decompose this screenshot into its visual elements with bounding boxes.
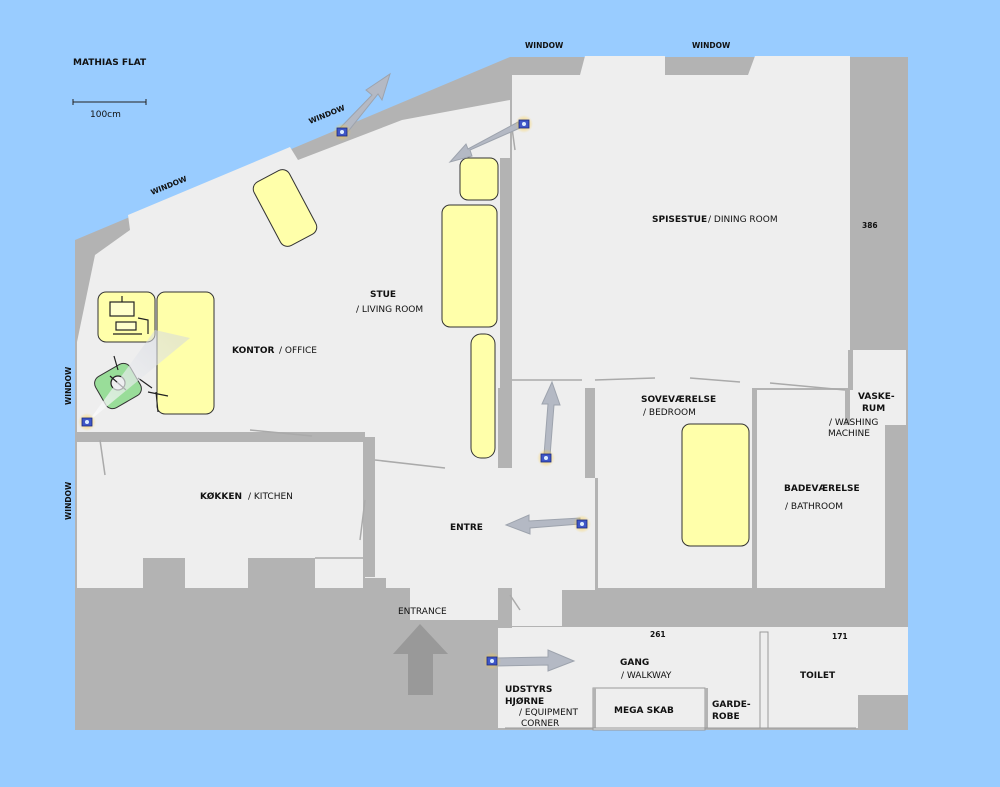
floor-walkway [474,627,908,728]
room-washing-name-2: RUM [862,404,885,414]
floor-office-bay [77,342,95,432]
room-office-name: KONTOR [232,346,275,356]
room-equipment-sub-2: CORNER [521,719,559,729]
dimension-261: 261 [650,630,666,639]
room-dining-name: SPISESTUE [652,215,707,225]
room-wardrobe-name-1: GARDE- [712,700,751,710]
floor-dining [512,56,850,388]
furniture [97,157,750,547]
dimension-171: 171 [832,632,848,641]
floor-kitchen [77,442,103,478]
computer-icon [109,296,149,335]
room-walkway-sub: / WALKWAY [621,671,672,681]
floors [77,56,908,728]
window-label-left-1: WINDOW [64,366,73,405]
arrow-walkway-right [495,649,576,672]
entrance-label: ENTRANCE [398,607,447,617]
office-sofa [252,169,318,247]
room-bathroom-name: BADEVÆRELSE [784,484,860,494]
arrow-entre-up [541,380,561,457]
floor-entre [365,378,595,626]
room-office-sub: / OFFICE [279,346,317,356]
room-equipment-name-2: HJØRNE [505,696,544,707]
room-washing-name-1: VASKE- [858,392,895,402]
office-camera-view [88,330,190,422]
arrow-window-camera [339,72,391,135]
floor-bathroom [755,390,885,588]
camera-icon [333,123,351,141]
window-label-top-2: WINDOW [692,41,731,50]
room-equipment-name-1: UDSTYRS [505,685,552,695]
room-living-name: STUE [370,290,396,300]
room-living-sub: / LIVING ROOM [356,305,423,315]
room-closet-name: MEGA SKAB [614,706,674,716]
room-walkway-name: GANG [620,658,649,668]
room-entre-name: ENTRE [450,523,483,533]
plan-title: MATHIAS FLAT [73,58,147,68]
cameras [78,115,591,670]
camera-icon [537,449,555,467]
window-label-diag-1: WINDOW [307,103,346,126]
room-kitchen-sub: / KITCHEN [248,492,293,502]
room-equipment-sub-1: / EQUIPMENT [519,708,579,718]
living-side-table [459,157,499,201]
room-bedroom-name: SOVEVÆRELSE [641,395,716,405]
camera-icon [483,652,501,670]
interior-walls [77,158,908,731]
dimension-386: 386 [862,221,878,230]
scale-label: 100cm [90,110,121,120]
room-washing-sub-2: MACHINE [828,429,870,439]
camera-icon [515,115,533,133]
room-bedroom-sub: / BEDROOM [643,408,696,418]
floor-washing [850,350,906,438]
room-kitchen-name: KØKKEN [200,491,242,502]
living-bench [470,333,496,459]
living-sofa-long [441,204,498,328]
view-arrows [339,72,581,672]
room-dining-sub: / DINING ROOM [708,215,778,225]
room-wardrobe-name-2: ROBE [712,712,740,722]
bedroom-bed [681,423,750,547]
room-washing-sub-1: / WASHING [829,418,878,428]
arrow-entre-left [504,514,581,535]
room-toilet-name: TOILET [800,671,836,681]
entrance-arrow-icon [393,624,448,695]
window-label-left-2: WINDOW [64,481,73,520]
room-bathroom-sub: / BATHROOM [785,502,843,512]
floor-kitchen-main [77,442,363,588]
arrow-dining-camera [448,121,521,163]
camera-icon [78,413,96,431]
camera-icon [573,515,591,533]
window-label-top-1: WINDOW [525,41,564,50]
scale-bar [72,99,147,105]
